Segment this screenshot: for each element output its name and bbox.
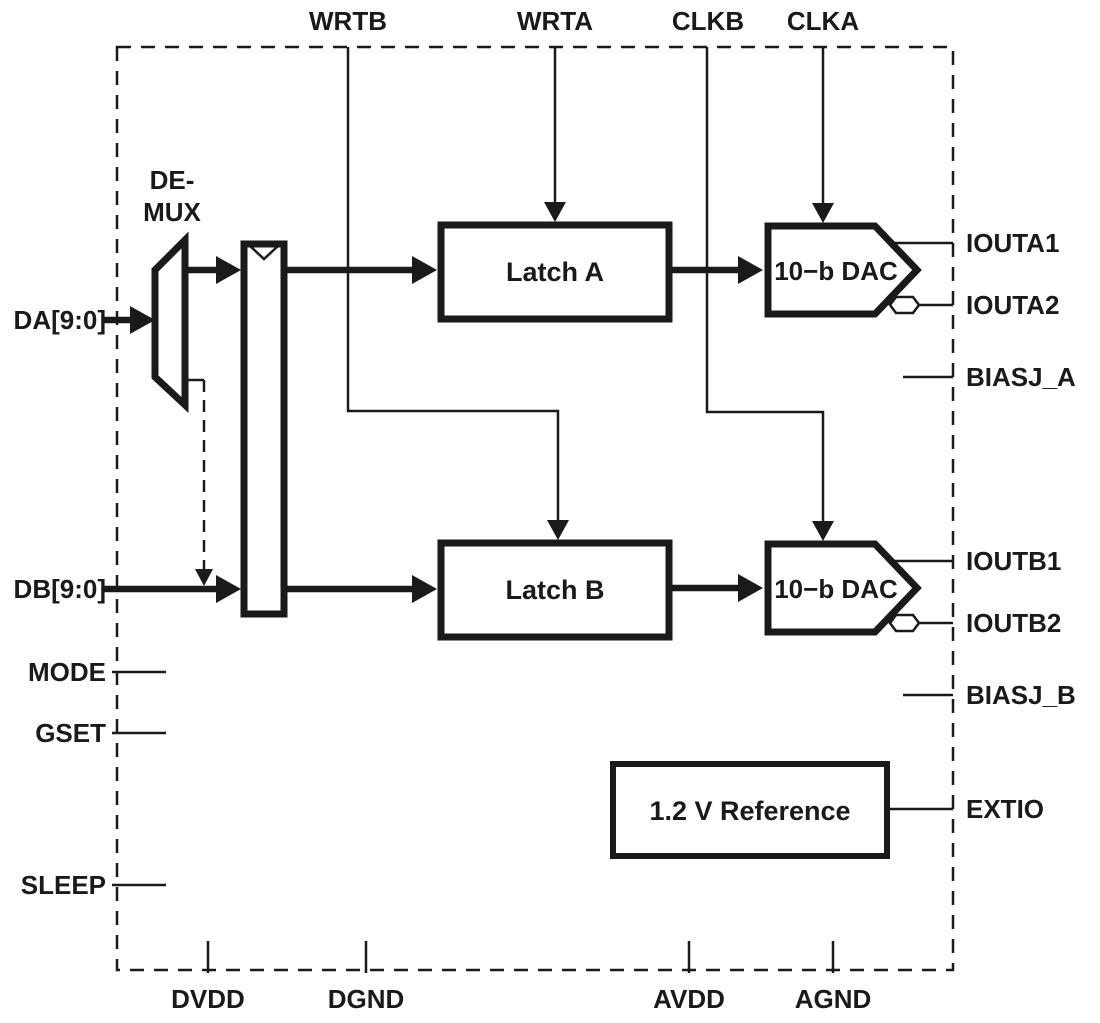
register-shape	[240, 240, 288, 618]
db-arrowhead-icon	[216, 575, 241, 603]
pin-label-avdd: AVDD	[653, 984, 725, 1014]
latch-a-shape	[437, 221, 673, 323]
pin-label-iouta2: IOUTA2	[966, 290, 1059, 320]
demux-shape	[151, 231, 189, 414]
chip-boundary	[115, 45, 955, 972]
pin-label-clka: CLKA	[787, 6, 859, 36]
dac-a-label: 10−b DAC	[774, 256, 898, 286]
bottom-pins: DVDD DGND AVDD AGND	[171, 941, 871, 1014]
demux-to-register-arrowhead-icon	[216, 256, 241, 284]
clkb-line	[705, 47, 825, 522]
latchb-to-dacb-arrowhead-icon	[738, 574, 763, 602]
dac-b-shape	[764, 540, 922, 636]
latch-a-block: Latch A	[437, 221, 673, 323]
reference-block: 1.2 V Reference	[610, 761, 953, 859]
dac-a-shape	[764, 222, 922, 318]
pin-label-agnd: AGND	[795, 984, 872, 1014]
demux-block: DE- MUX	[143, 165, 202, 414]
latcha-to-daca-arrowhead-icon	[738, 256, 763, 284]
demux-label-line1: DE-	[150, 165, 195, 195]
left-pins: DA[9:0] DB[9:0] MODE GSET SLEEP	[14, 305, 166, 900]
datapath-b	[103, 378, 763, 603]
pin-label-wrtb: WRTB	[309, 6, 387, 36]
pin-label-iouta1: IOUTA1	[966, 228, 1059, 258]
pin-label-mode: MODE	[28, 657, 106, 687]
latch-b-label: Latch B	[505, 575, 604, 605]
pin-label-ioutb1: IOUTB1	[966, 546, 1061, 576]
right-pins: IOUTA1 IOUTA2 BIASJ_A IOUTB1 IOUTB2 BIAS…	[966, 228, 1076, 824]
ioutb2-pad-icon	[888, 613, 921, 633]
iouta2-pad-icon	[888, 295, 921, 315]
register-to-latchb-arrowhead-icon	[412, 575, 437, 603]
top-pins: WRTB WRTA CLKB CLKA	[309, 6, 859, 36]
da-arrowhead-icon	[130, 306, 155, 334]
latch-a-label: Latch A	[506, 257, 604, 287]
control-lines	[346, 47, 834, 541]
right-pin-lines	[888, 241, 953, 697]
register-to-latcha-arrowhead-icon	[412, 256, 437, 284]
wrtb-arrowhead-icon	[547, 520, 569, 540]
pin-label-wrta: WRTA	[517, 6, 593, 36]
pin-label-sleep: SLEEP	[21, 870, 106, 900]
pin-label-gset: GSET	[35, 718, 106, 748]
pin-label-da: DA[9:0]	[14, 305, 106, 335]
pin-label-extio: EXTIO	[966, 794, 1044, 824]
dac-b-block: 10−b DAC	[764, 540, 922, 636]
clkb-arrowhead-icon	[812, 521, 834, 541]
wrtb-line	[346, 47, 560, 521]
pin-label-biasj-b: BIASJ_B	[966, 680, 1076, 710]
dac-b-label: 10−b DAC	[774, 574, 898, 604]
datapath-a	[103, 256, 763, 334]
demux-label-line2: MUX	[143, 197, 201, 227]
latch-b-shape	[437, 539, 673, 641]
input-register-block	[240, 240, 288, 618]
latch-b-block: Latch B	[437, 539, 673, 641]
dac-a-block: 10−b DAC	[764, 222, 922, 318]
wrta-arrowhead-icon	[544, 202, 566, 222]
pin-label-dvdd: DVDD	[171, 984, 245, 1014]
pin-label-dgnd: DGND	[328, 984, 405, 1014]
pin-label-clkb: CLKB	[672, 6, 744, 36]
register-clock-chevron-icon	[249, 245, 279, 261]
pin-label-ioutb2: IOUTB2	[966, 608, 1061, 638]
reference-shape	[610, 761, 890, 859]
pin-label-db: DB[9:0]	[14, 574, 106, 604]
reference-label: 1.2 V Reference	[649, 796, 850, 826]
demux-b-arrowhead-icon	[195, 569, 213, 586]
clka-arrowhead-icon	[812, 203, 834, 223]
pin-label-biasj-a: BIASJ_A	[966, 362, 1076, 392]
